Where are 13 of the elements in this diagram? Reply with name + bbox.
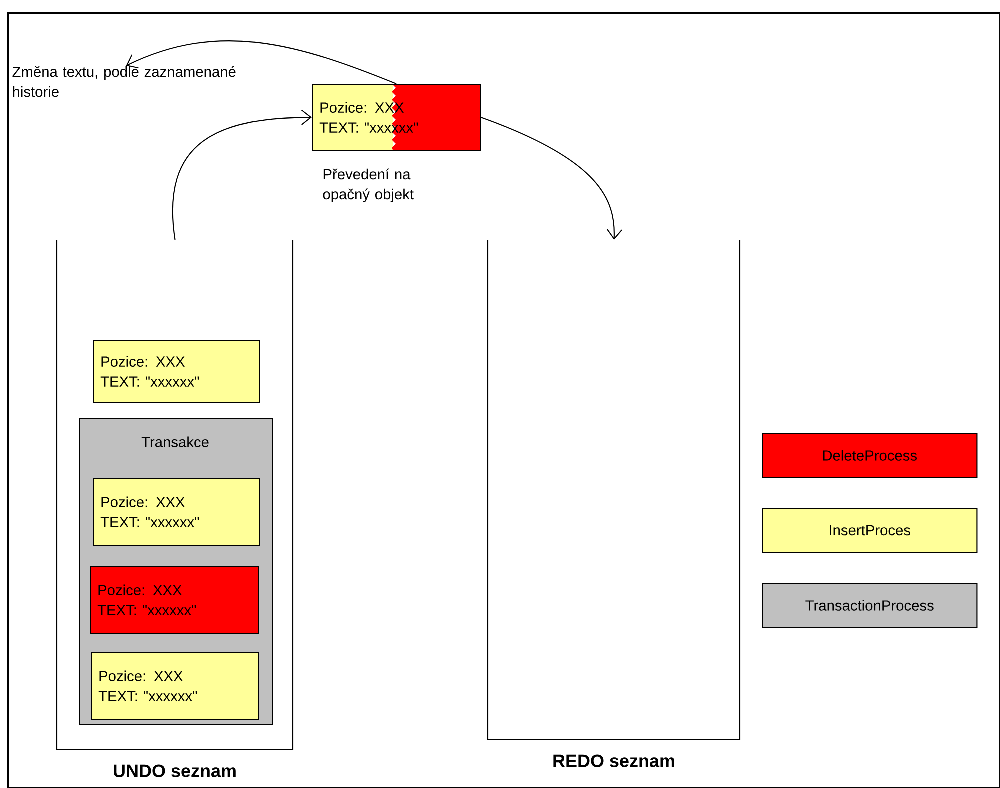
arrow	[172, 110, 312, 240]
arrow	[480, 117, 622, 240]
arrow	[126, 40, 397, 84]
legend-item: TransactionProcess	[762, 583, 978, 628]
note-text: Změna textu, podle zaznamenané historie	[12, 66, 236, 98]
record-box: Pozice: XXX TEXT: "xxxxxx"	[93, 478, 260, 546]
record-box: Pozice: XXX TEXT: "xxxxxx"	[93, 340, 260, 404]
legend-item: InsertProces	[762, 508, 978, 554]
record-box: Pozice: XXX TEXT: "xxxxxx"	[90, 566, 260, 634]
record-box: Pozice: XXX TEXT: "xxxxxx"	[91, 652, 260, 720]
stack-container: REDO seznam	[487, 240, 741, 768]
legend-item: DeleteProcess	[762, 433, 978, 478]
node-label: Převedení na opačný objekt	[323, 168, 414, 203]
